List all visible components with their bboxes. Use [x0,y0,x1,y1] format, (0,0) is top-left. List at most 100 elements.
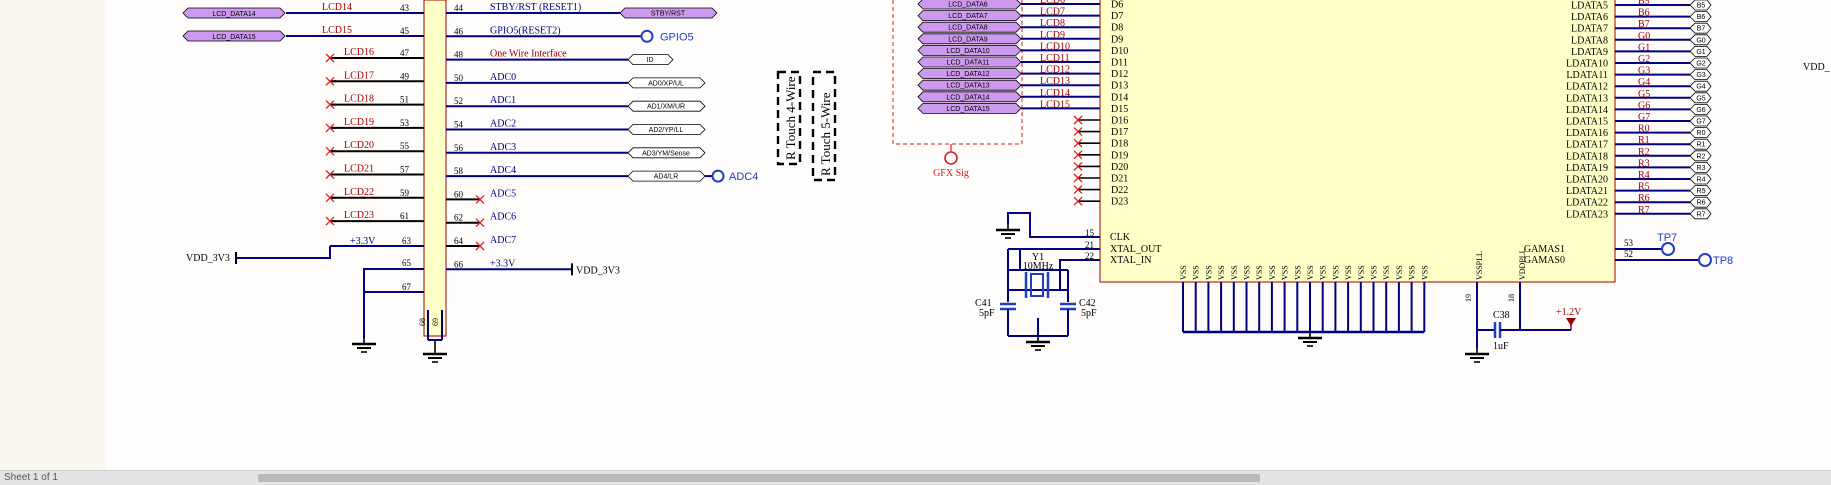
vss-pin-label: VSS [1268,265,1277,280]
lcd-data-tag-label: LCD_DATA6 [948,2,988,9]
scrollbar-thumb[interactable] [258,474,1260,482]
vdd-3v3-label: VDD_3V3 [186,253,230,264]
clk-pin-label: CLK [1110,232,1131,243]
chip-pin-label: D10 [1111,46,1128,57]
touch-4wire-box: R Touch 4-Wire [776,70,802,166]
c42-value: 5pF [1081,308,1097,319]
pin-number: 45 [400,26,410,36]
touch-5wire-box: R Touch 5-Wire [811,70,837,182]
pin-number: 61 [400,211,409,221]
ground-symbol [994,222,1022,240]
port-tag [627,77,706,89]
signal-label: ADC6 [490,212,516,223]
port-tag-label: R6 [1697,200,1706,207]
pin-number: 46 [454,26,464,36]
net-label: R1 [1638,135,1650,146]
chip-left-pin: D10 [1111,46,1128,57]
pin-number: 44 [454,3,464,13]
net-label: B7 [1638,19,1650,30]
net-label: LCD17 [344,70,374,81]
lcd-data-tag-label: LCD_DATA11 [947,60,990,67]
chip-left-pin: D13 [1111,81,1128,92]
signal-label: ADC7 [490,235,516,246]
pin-number: 53 [1624,238,1634,248]
vss-pin: VSS [1408,265,1417,332]
chip-pin-label: LDATA12 [1566,82,1608,93]
gamas0-label: GAMAS0 [1524,255,1565,266]
port-tag [1689,104,1712,115]
port-testpoint[interactable] [640,29,654,43]
vss-pin-label: VSS [1230,265,1239,280]
net-label: LCD8 [1040,18,1065,29]
tp7-testpoint[interactable] [1661,242,1675,256]
pin-number: 67 [402,282,412,292]
lcd-data-tag [917,0,1022,10]
net-label: B5 [1638,0,1650,7]
port-tag-label: STBY/RST [651,11,686,18]
port-tag [1689,0,1712,11]
net-label: LCD15 [1040,99,1070,110]
port-tag [1689,69,1712,80]
port-testpoint[interactable] [711,169,725,183]
port-tag-label: G1 [1696,49,1705,56]
connector-ground-rows: 65 67 68 69 [350,258,449,364]
tp8-testpoint[interactable] [1698,253,1712,267]
port-label: GPIO5 [660,31,694,43]
pin-number: 64 [454,236,464,246]
connector-left-tag-row: LCD_DATA15 LCD15 45 [182,25,424,42]
chip-pin-label: LDATA9 [1571,47,1608,58]
power-label: VDD_3V3 [576,265,620,276]
pin-number: 22 [1085,251,1094,261]
c38-ref: C38 [1493,310,1510,321]
chip-left-pin: D17 [1073,126,1128,138]
gfx-sig-testpoint[interactable] [944,151,958,165]
port-tag-label: AD2/YP/LL [649,127,684,134]
chip-pin-label: LDATA16 [1566,128,1608,139]
signal-label: ADC4 [490,165,516,176]
chip-pin-label: D13 [1111,81,1128,92]
connector-right-row: 64 ADC7 [446,235,516,251]
port-tag [1689,115,1712,127]
net-label: R3 [1638,158,1650,169]
tp8-label: TP8 [1713,255,1733,267]
vss-pin: VSS [1370,265,1379,332]
vss-pin: VSS [1217,265,1226,332]
lcd-data14-tag-label: LCD_DATA14 [212,11,255,18]
net-label: LCD16 [344,47,374,58]
chip-pin-label: LDATA21 [1566,186,1608,197]
pin-number: 15 [1085,228,1095,238]
net-label: G1 [1638,42,1650,53]
connector-power-row: VDD_3V3 63 +3.3V [186,236,424,264]
port-tag-label: AD0/XP/UL [648,80,684,87]
gamas-pins: GAMAS1 GAMAS0 53 52 TP7 TP8 [1524,232,1733,267]
chip-pin-label: LDATA8 [1571,35,1608,46]
vss-pin: VSS [1395,265,1404,332]
chip-pin-label: D6 [1111,0,1123,11]
lcd-data-tag [917,10,1022,22]
port-tag [627,100,706,112]
net-label: G4 [1638,77,1650,88]
lcd-data-tag-label: LCD_DATA15 [946,106,989,113]
port-tag-label: R2 [1697,153,1706,160]
port-tag-label: B7 [1697,26,1706,33]
horizontal-scrollbar[interactable]: Sheet 1 of 1 [0,470,1831,485]
net-label: G2 [1638,54,1650,65]
vss-pin: VSS [1243,265,1252,332]
